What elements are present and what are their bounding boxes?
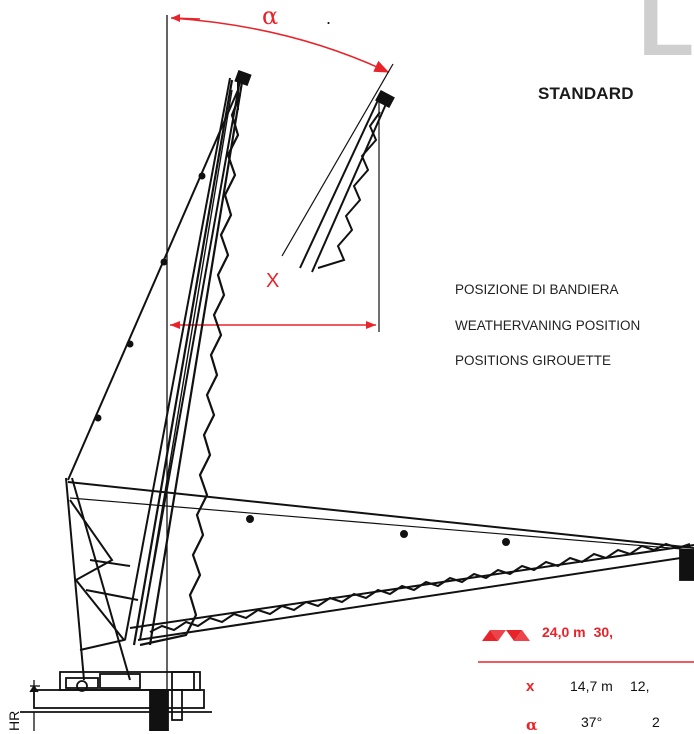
angle-reference-line <box>281 63 394 257</box>
hr-marker <box>29 680 40 731</box>
main-jib <box>124 77 241 641</box>
row-symbol-alpha: α <box>526 716 538 734</box>
position-label-english: WEATHERVANING POSITION <box>455 318 641 333</box>
page-subtitle: STANDARD <box>538 84 634 103</box>
tower-mast <box>65 477 139 681</box>
position-label-italian: POSIZIONE DI BANDIERA <box>455 282 619 297</box>
row-symbol-x: x <box>526 678 535 695</box>
position-label-french: POSITIONS GIROUETTE <box>455 353 612 368</box>
row-alpha-value-1: 37° <box>581 714 603 730</box>
lattice-triangles-icon <box>482 630 530 641</box>
row-x-value-2: 12, <box>630 678 650 694</box>
boom-length-1: 24,0 m <box>542 624 586 640</box>
horizontal-boom <box>129 542 694 641</box>
main-jib-lattice <box>132 79 244 647</box>
tie-bars <box>67 89 694 551</box>
row-x-value-1: 14,7 m <box>570 678 613 694</box>
alpha-label: α <box>262 2 279 30</box>
boom-length-2: 30, <box>593 624 614 640</box>
main-jib-head <box>234 69 252 110</box>
brand-letter: L <box>638 0 694 75</box>
x-label: X <box>266 270 280 292</box>
row-alpha-value-2: 2 <box>652 714 660 730</box>
weathervane-jib <box>299 89 395 273</box>
hr-label: HR <box>6 710 22 731</box>
dot-mark: . <box>326 8 332 28</box>
alpha-arc <box>170 17 390 73</box>
boom-length-header: 24,0 m 30, <box>542 624 621 640</box>
